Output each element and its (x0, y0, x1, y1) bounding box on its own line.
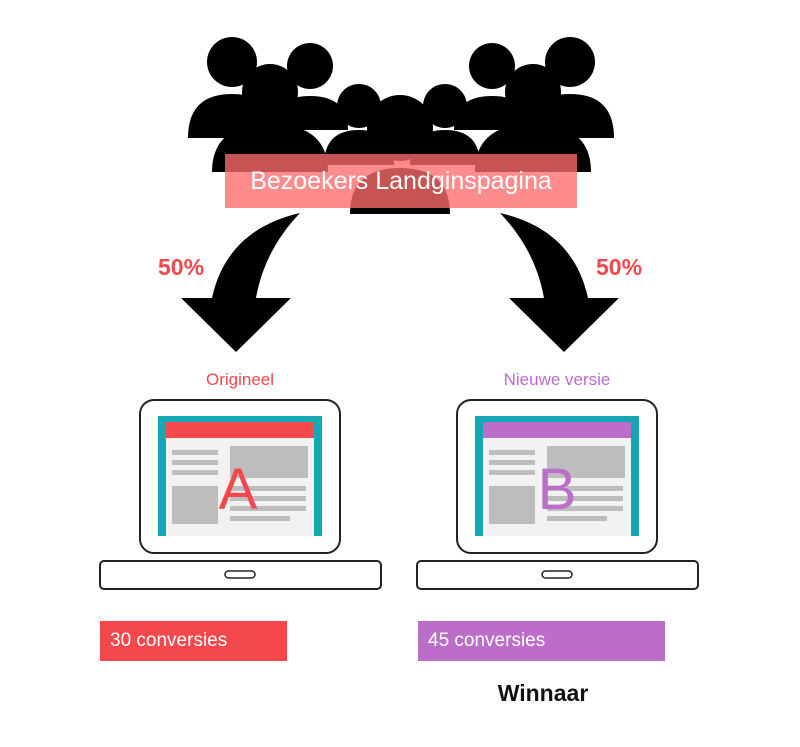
mock-image-placeholder (547, 446, 625, 478)
trackpad (224, 570, 256, 579)
split-percent-left: 50% (158, 254, 205, 280)
winner-label: Winnaar (497, 680, 589, 706)
laptop-new-version: B (416, 399, 699, 590)
arrow-down-right-icon (500, 213, 619, 352)
banner-label: Bezoekers Landginspagina (250, 166, 552, 195)
variant-label-new: Nieuwe versie (503, 370, 611, 389)
visitors-banner (225, 154, 577, 208)
trackpad (541, 570, 573, 579)
conversions-label-original: 30 conversies (110, 630, 228, 651)
variant-letter-b: B (538, 457, 577, 522)
mock-header-bar (483, 422, 631, 438)
conversions-bar-new: 45 conversies (418, 621, 665, 661)
variant-letter-a: A (219, 457, 258, 522)
conversions-bar-original: 30 conversies (100, 621, 287, 661)
laptop-original: A (99, 399, 382, 590)
split-percent-right: 50% (596, 254, 643, 280)
conversions-label-new: 45 conversies (428, 630, 546, 651)
mock-image-placeholder (230, 446, 308, 478)
mock-header-bar (166, 422, 314, 438)
arrow-down-left-icon (181, 213, 300, 352)
variant-label-original: Origineel (205, 370, 275, 389)
